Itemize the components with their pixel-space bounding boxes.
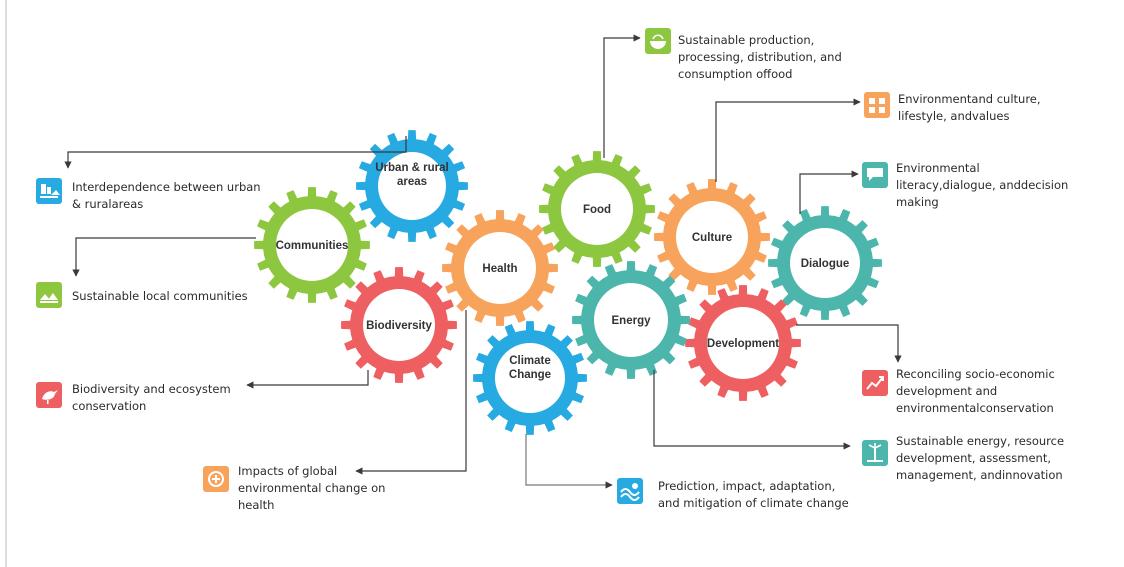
development-icon <box>862 370 888 396</box>
connectors <box>64 34 902 489</box>
gear-health-hub <box>464 232 536 304</box>
gear-label-dialogue: Dialogue <box>801 258 850 270</box>
caption-food: Sustainable production, processing, dist… <box>678 33 842 81</box>
urban-rural-icon <box>36 178 62 204</box>
connector-energy <box>653 370 851 450</box>
caption-culture: Environmentand culture, lifestyle, andva… <box>898 92 1041 123</box>
gear-culture-hub <box>676 201 748 273</box>
caption-development: Reconciling socio-economic development a… <box>896 367 1055 415</box>
energy-icon <box>862 440 888 466</box>
caption-dialogue: Environmental literacy,dialogue, anddeci… <box>896 161 1069 209</box>
gear-urban <box>356 130 468 242</box>
connector-development <box>796 324 902 363</box>
connector-communities <box>72 237 256 277</box>
gear-urban-hub <box>378 152 446 220</box>
health-icon <box>203 466 229 492</box>
caption-energy: Sustainable energy, resource development… <box>896 434 1065 482</box>
gear-communities <box>254 187 370 303</box>
connector-biodiversity <box>246 370 369 389</box>
dialogue-icon <box>862 162 888 188</box>
connector-food <box>603 34 641 158</box>
caption-health: Impacts of global environmental change o… <box>238 464 386 512</box>
gear-label-food: Food <box>583 204 611 216</box>
connector-climate <box>525 434 613 489</box>
culture-icon <box>864 92 890 118</box>
gear-food <box>539 151 655 267</box>
gear-culture <box>654 179 770 295</box>
gear-biodiversity <box>341 267 457 383</box>
connector-urban <box>64 136 407 169</box>
gear-label-biodiversity: Biodiversity <box>366 320 432 332</box>
gear-food-hub <box>561 173 633 245</box>
caption-biodiversity: Biodiversity and ecosystem conservation <box>72 382 231 413</box>
connector-culture <box>715 98 861 182</box>
gear-dialogue-hub <box>790 228 860 298</box>
gear-dialogue <box>768 206 882 320</box>
climate-icon <box>617 478 643 504</box>
caption-communities: Sustainable local communities <box>72 289 248 303</box>
connector-health <box>355 310 467 475</box>
gear-label-communities: Communities <box>276 240 349 252</box>
food-bowl-icon <box>645 28 671 54</box>
gear-energy-hub <box>594 283 668 357</box>
connector-dialogue <box>799 170 859 214</box>
gear-communities-hub <box>276 209 348 281</box>
gear-label-health: Health <box>482 263 517 275</box>
caption-urban: Interdependence between urban & ruralare… <box>72 180 261 211</box>
gear-biodiversity-hub <box>363 289 435 361</box>
gear-label-development: Development <box>707 338 779 350</box>
gear-health <box>442 210 558 326</box>
gear-label-energy: Energy <box>612 315 652 327</box>
gear-development <box>685 285 801 401</box>
community-icon <box>36 282 62 308</box>
gear-climate <box>473 321 587 435</box>
gear-development-hub <box>707 307 779 379</box>
bird-icon <box>36 382 62 408</box>
gear-label-culture: Culture <box>692 232 732 244</box>
gear-energy <box>572 261 690 379</box>
caption-climate: Prediction, impact, adaptation, and miti… <box>658 479 849 510</box>
gear-climate-hub <box>495 343 565 413</box>
